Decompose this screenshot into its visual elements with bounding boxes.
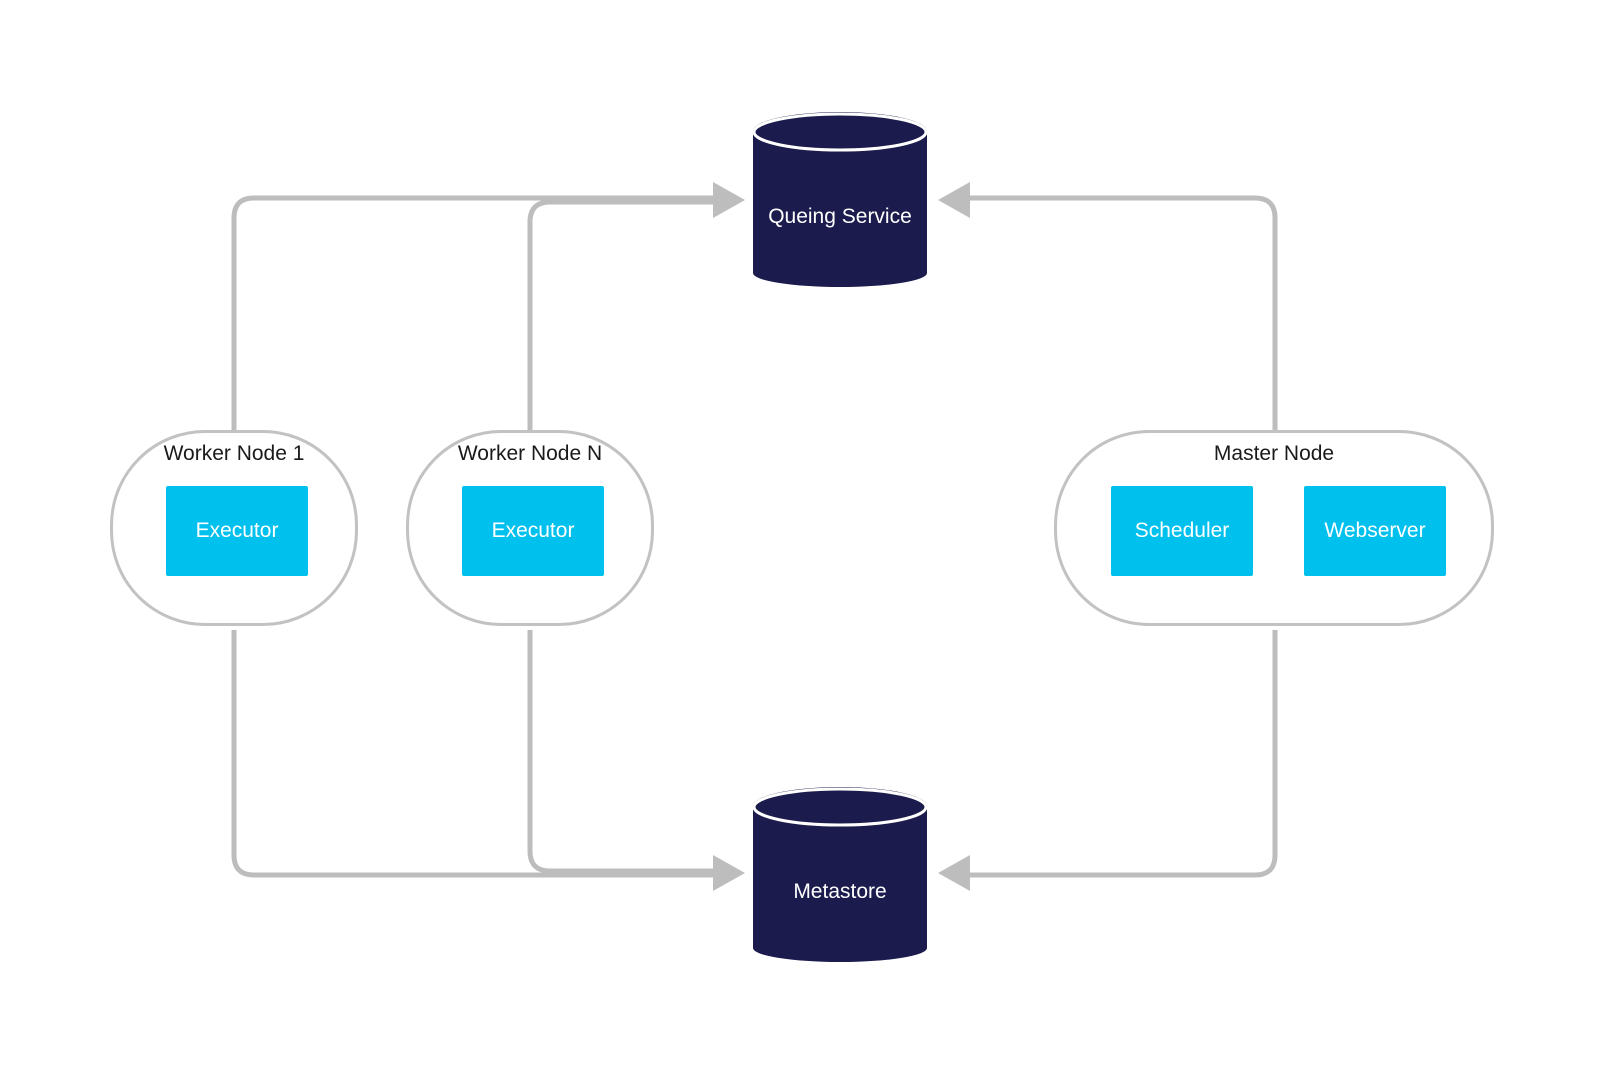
connector-worker-n-to-metastore [527, 630, 718, 874]
worker-node-1-executor: Executor [166, 486, 308, 576]
database-cylinder-icon [752, 787, 928, 962]
master-node-webserver: Webserver [1304, 486, 1446, 576]
connector-worker-n-to-queue [527, 199, 718, 430]
connector-worker-1-to-queue [231, 195, 718, 430]
worker-node-n-executor: Executor [462, 486, 604, 576]
worker-node-1: Worker Node 1 Executor [110, 430, 358, 626]
master-node: Master Node Scheduler Webserver [1054, 430, 1494, 626]
master-node-scheduler: Scheduler [1111, 486, 1253, 576]
worker-node-n-title: Worker Node N [457, 442, 603, 465]
database-cylinder-icon [752, 112, 928, 287]
metastore-label: Metastore [793, 880, 887, 903]
queing-service-label: Queing Service [768, 205, 912, 228]
connector-worker-1-to-metastore [231, 630, 718, 878]
arrow-head-icon [713, 182, 745, 218]
arrow-head-icon [713, 855, 745, 891]
worker-node-n: Worker Node N Executor [406, 430, 654, 626]
arrow-head-icon [938, 855, 970, 891]
connector-master-to-queue [965, 195, 1278, 430]
arrow-head-icon [938, 182, 970, 218]
master-node-title: Master Node [1213, 442, 1335, 465]
worker-node-1-title: Worker Node 1 [163, 442, 305, 465]
connector-master-to-metastore [965, 630, 1278, 878]
